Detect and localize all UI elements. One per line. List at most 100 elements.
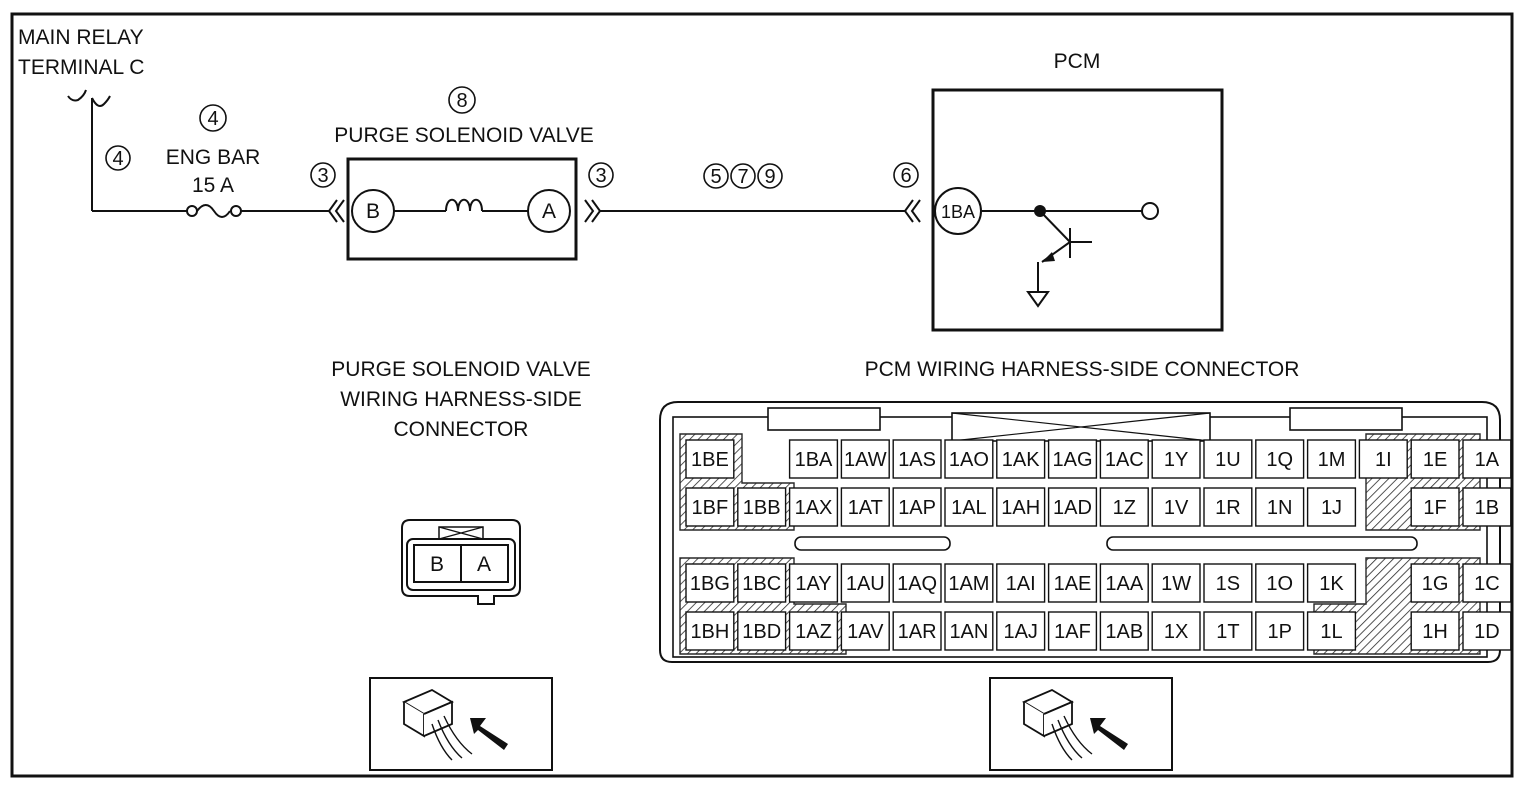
pcm-pin-cell [1462,487,1512,527]
ref-circle-wire-9 [757,163,783,189]
pcm-pin-label: 1AY [795,573,831,595]
pcm-pin-cell [892,563,942,603]
valve-connector-pin-b [413,544,462,583]
ref-number-wire-9: 9 [764,166,775,188]
valve-connector-pin-a-label: A [477,553,491,576]
pcm-pin-cell [685,611,735,651]
pcm-pin-cell [1099,439,1149,479]
ref-circle-wire-7 [730,163,756,189]
ref-number-fuse: 4 [207,108,218,130]
ground-symbol [1026,291,1050,308]
pcm-pin-cell [1306,611,1357,651]
pcm-pin-cell [1462,563,1512,603]
pcm-pin-label: 1W [1161,573,1191,595]
pcm-pin-cell [788,611,839,651]
pcm-view-icon-frame [989,677,1173,771]
connector-symbol-right [584,199,602,223]
pcm-pin-cell [944,611,994,651]
pcm-pin-label: 1BH [690,621,729,643]
pcm-pin-cell [1255,611,1305,651]
pcm-pin-label: 1S [1216,573,1240,595]
pcm-pin-label: 1BA [795,449,833,471]
pcm-pin-cell [1358,439,1408,479]
pcm-pin-label: 1AD [1053,497,1092,519]
pcm-pin-cell [944,487,994,527]
pcm-connector-key-right [1106,536,1418,551]
pcm-pin-label: 1AM [948,573,989,595]
pcm-pin-cell [1203,487,1253,527]
pcm-pin-label: 1AN [949,621,988,643]
pcm-pin-cell [1306,439,1357,479]
pcm-pin-label: 1AZ [795,621,832,643]
pcm-pin-cell [1306,487,1357,527]
valve-box [346,157,578,261]
pcm-pin-label: 1F [1423,497,1446,519]
pcm-title: PCM [1054,50,1101,73]
relay-terminal-symbol [67,89,111,107]
valve-connector-pin-b-label: B [430,553,444,576]
ref-number-wire-5: 5 [710,166,721,188]
pcm-pin-cell [892,439,942,479]
pcm-pin-label: 1AQ [897,573,937,595]
valve-title: PURGE SOLENOID VALVE [334,124,593,147]
pcm-pin-cell [944,439,994,479]
ref-number-valve: 8 [456,90,467,112]
pcm-pin-label: 1AW [844,449,887,471]
pcm-terminal-1ba-label: 1BA [941,202,975,222]
diagram-frame [10,12,1514,778]
pcm-pin-label: 1C [1474,573,1500,595]
ref-number-wire-7: 7 [737,166,748,188]
valve-connector-view: PURGE SOLENOID VALVE WIRING HARNESS-SIDE… [331,358,591,771]
pcm-pin-label: 1AU [846,573,885,595]
pcm-pin-label: 1D [1474,621,1500,643]
main-relay-label: MAIN RELAY [18,26,144,49]
pcm-box [931,88,1224,332]
pcm-pin-cell [737,611,787,651]
pcm-pin-label: 1AS [898,449,936,471]
pcm-pin-cell [1047,487,1098,527]
fuse-symbol [186,204,242,218]
pcm-pin-cell [892,487,942,527]
pcm-pin-cell [996,439,1046,479]
pcm-pin-label: 1BG [690,573,730,595]
pcm-pin-label: 1O [1266,573,1293,595]
pcm-pin-cell [1203,563,1253,603]
pcm-pin-cell [996,563,1046,603]
valve-terminal-b-label: B [366,200,380,223]
pcm-pin-label: 1X [1164,621,1188,643]
pcm-pin-label: 1AC [1105,449,1144,471]
pcm-pin-label: 1AJ [1003,621,1037,643]
pcm-pin-cell [1047,611,1098,651]
pcm-pin-cell [840,563,890,603]
valve-connector-title-line3: CONNECTOR [394,418,529,441]
ref-number-wire-left: 4 [112,148,123,170]
ref-number-pcm-conn: 6 [900,165,911,187]
pcm-pin-label: 1AK [1002,449,1040,471]
pcm-pin-cell [1203,611,1253,651]
pcm-connector-title: PCM WIRING HARNESS-SIDE CONNECTOR [865,358,1300,381]
pcm-pin-label: 1V [1164,497,1189,519]
harness-connector-view-icon [1022,688,1128,761]
pcm-pin-label: 1AA [1105,573,1143,595]
pcm-pin-label: 1U [1215,449,1241,471]
pcm-connector-key-left [794,536,951,551]
pcm-pin-label: 1K [1319,573,1344,595]
ref-number-valve-conn-left: 3 [317,165,328,187]
pcm-pin-cell [840,487,890,527]
pcm-pin-label: 1AG [1052,449,1092,471]
main-relay-terminal-label: TERMINAL C [18,56,144,79]
pcm-pin-label: 1L [1320,621,1342,643]
pcm-pin-label: 1N [1267,497,1293,519]
pcm-pin-label: 1BE [691,449,729,471]
pcm-pin-label: 1AT [848,497,883,519]
pcm-pin-cell [788,487,839,527]
pcm-pin-cell [737,563,787,603]
pcm-pin-cell [685,487,735,527]
pcm-pin-label: 1AR [898,621,937,643]
pcm-pin-label: 1E [1423,449,1447,471]
pcm-connector-view: PCM WIRING HARNESS-SIDE CONNECTOR 1BE 1BA… [659,358,1512,771]
ref-circle-pcm-conn [893,162,919,188]
pcm-connector-tab-right [1289,407,1403,431]
pcm-connector-tab-left [767,407,881,431]
